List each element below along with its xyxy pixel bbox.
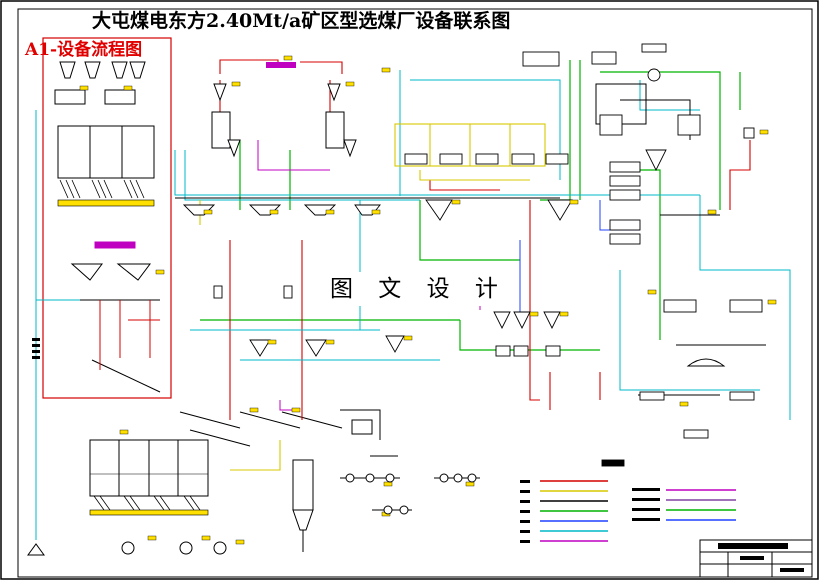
cyclone-left xyxy=(211,83,241,158)
yellow-circuit xyxy=(199,123,546,471)
line-legend xyxy=(520,480,736,543)
blue-circuit xyxy=(519,200,640,320)
flotation-cells xyxy=(404,153,569,165)
right-equipment xyxy=(522,43,763,467)
indicator-block xyxy=(32,338,40,359)
equipment-tags xyxy=(79,55,777,545)
screen-group-left xyxy=(62,241,161,393)
distributor xyxy=(266,62,296,68)
title-block xyxy=(699,539,813,578)
raw-coal-bins-top xyxy=(57,125,155,207)
cyclone-right xyxy=(325,83,357,158)
product-bins-bottom xyxy=(27,439,227,556)
cyan-circuit xyxy=(36,70,791,420)
drawing-title: 大屯煤电东方2.40Mt/a矿区型选煤厂设备联系图 xyxy=(92,10,511,32)
inclined-conveyors xyxy=(179,411,343,447)
cone-tanks xyxy=(213,285,561,357)
crusher-group-top xyxy=(54,61,146,105)
raw-coal-section-frame xyxy=(42,37,172,399)
bottom-mid-equipment xyxy=(340,419,480,515)
red-circuit xyxy=(219,59,751,420)
clean-coal-silo xyxy=(292,459,314,552)
drawing-subtitle: A1-设备流程图 xyxy=(25,40,143,60)
green-circuit xyxy=(200,60,741,351)
red-lines-left xyxy=(99,300,160,370)
watermark-label: 图 文 设 计 xyxy=(330,272,498,306)
inner-frame xyxy=(17,8,813,578)
